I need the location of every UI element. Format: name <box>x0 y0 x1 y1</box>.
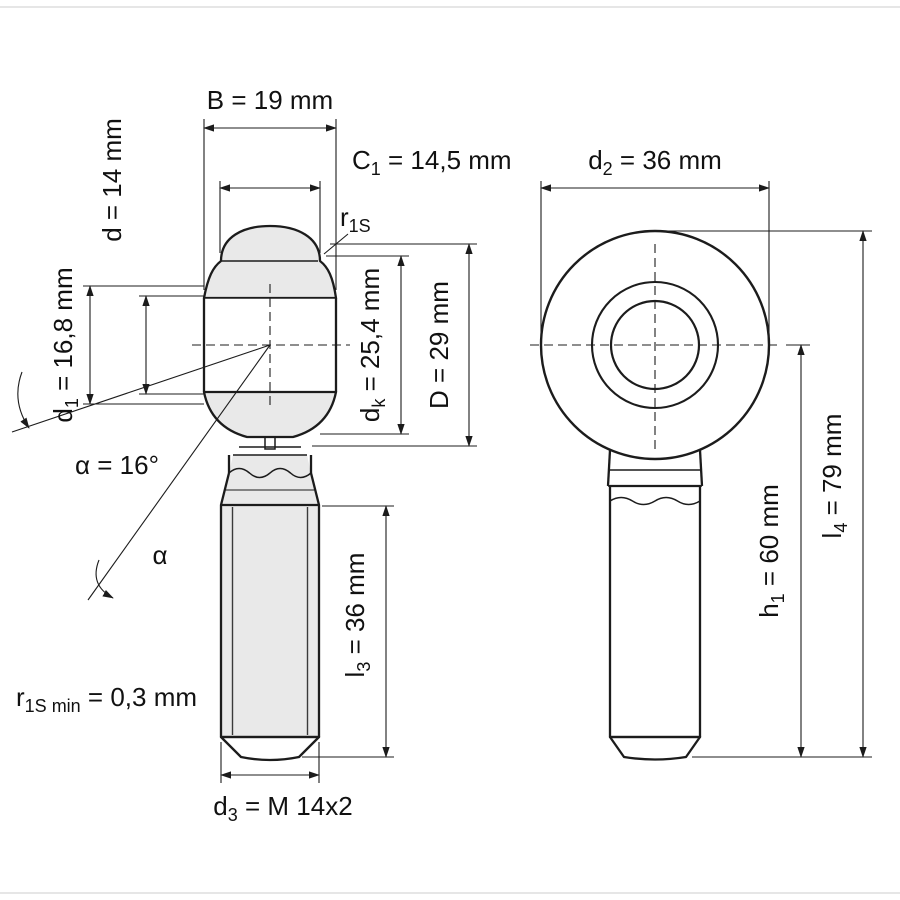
dimension-d3: d3 = M 14x2 <box>213 742 353 825</box>
angle-line-2 <box>87 344 271 601</box>
angle-line-1 <box>11 344 271 433</box>
label-d3: d3 = M 14x2 <box>213 791 352 825</box>
label-alpha-16: α = 16° <box>75 450 159 480</box>
angle-annotation: α = 16° α <box>11 344 271 601</box>
label-d1: d1 = 16,8 mm <box>48 267 82 422</box>
thread-shank-end-view <box>608 484 702 739</box>
label-d2: d2 = 36 mm <box>588 145 722 179</box>
label-C1: C1 = 14,5 mm <box>352 145 512 179</box>
label-alpha: α <box>152 540 167 570</box>
label-l3: l3 = 36 mm <box>340 553 374 678</box>
thread-runout-wavy-line-end-view <box>609 496 701 506</box>
dimension-d2: d2 = 36 mm <box>540 145 770 336</box>
r1s-leader: r1S <box>323 202 371 255</box>
label-dk: dk = 25,4 mm <box>355 268 389 422</box>
thread-tip-chamfer-end-view <box>608 735 702 761</box>
head-lower-outline <box>202 390 338 439</box>
label-l4: l4 = 79 mm <box>817 414 851 539</box>
side-view: α = 16° α r1S r1S min = 0,3 mm B = 19 mm… <box>11 85 512 825</box>
label-D: D = 29 mm <box>424 281 454 409</box>
dimension-l3: l3 = 36 mm <box>302 505 394 758</box>
label-r1s: r1S <box>340 202 371 236</box>
dimension-D: D = 29 mm <box>312 243 477 447</box>
dimension-h1: h1 = 60 mm <box>754 344 810 758</box>
dimension-C1: C1 = 14,5 mm <box>219 145 512 253</box>
label-h1: h1 = 60 mm <box>754 484 788 618</box>
dimension-B: B = 19 mm <box>203 85 337 290</box>
dimension-d1: d1 = 16,8 mm <box>48 267 204 423</box>
thread-tip-chamfer <box>219 735 321 762</box>
label-r1s-min: r1S min = 0,3 mm <box>16 682 197 716</box>
thread-runout-wavy-line <box>228 467 312 479</box>
angle-arc-2 <box>95 559 114 599</box>
collar-side-right <box>698 449 704 487</box>
label-B: B = 19 mm <box>207 85 333 115</box>
thread-shank <box>219 503 321 739</box>
angle-arc-1 <box>17 371 30 429</box>
collar-side-left <box>606 449 612 487</box>
neck-taper-right <box>309 472 321 506</box>
neck-taper-left <box>219 472 231 506</box>
label-d: d = 14 mm <box>97 118 127 242</box>
neck-fill <box>221 455 319 505</box>
head-upper-outline <box>202 224 338 300</box>
dimension-d: d = 14 mm <box>97 118 204 395</box>
end-view: d2 = 36 mm h1 = 60 mm l4 = 79 mm <box>530 145 872 761</box>
lubrication-notch <box>264 437 276 450</box>
dimension-l4: l4 = 79 mm <box>659 230 872 758</box>
dimension-dk: dk = 25,4 mm <box>320 255 409 435</box>
